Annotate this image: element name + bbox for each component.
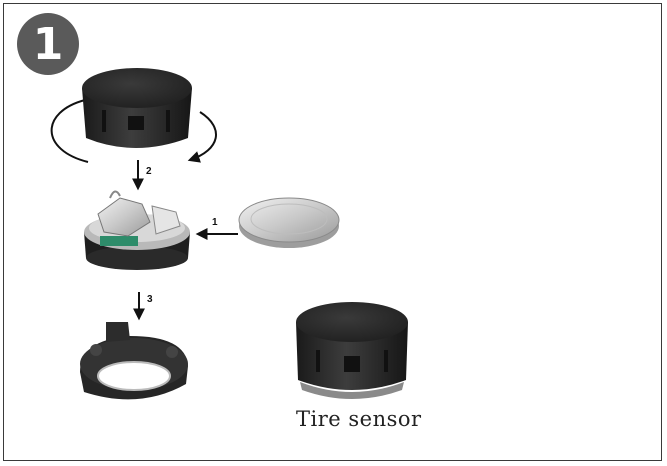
tire-sensor-icon bbox=[296, 302, 408, 399]
arrow-2: 2 bbox=[132, 160, 152, 191]
rotate-arrow-icon bbox=[50, 99, 217, 163]
tire-sensor-caption: Tire sensor bbox=[296, 407, 422, 431]
arrow-1: 1 bbox=[195, 217, 238, 240]
label-3: 3 bbox=[147, 294, 153, 305]
arrow-3: 3 bbox=[133, 292, 153, 321]
label-1: 1 bbox=[212, 217, 218, 228]
label-2: 2 bbox=[146, 166, 152, 177]
circuit-board-icon bbox=[84, 190, 190, 270]
coin-battery-icon bbox=[238, 197, 340, 248]
step-number-badge: 1 bbox=[17, 13, 79, 75]
base-ring-icon bbox=[80, 322, 188, 400]
sensor-cap-icon bbox=[82, 68, 192, 148]
step-number: 1 bbox=[32, 18, 64, 70]
